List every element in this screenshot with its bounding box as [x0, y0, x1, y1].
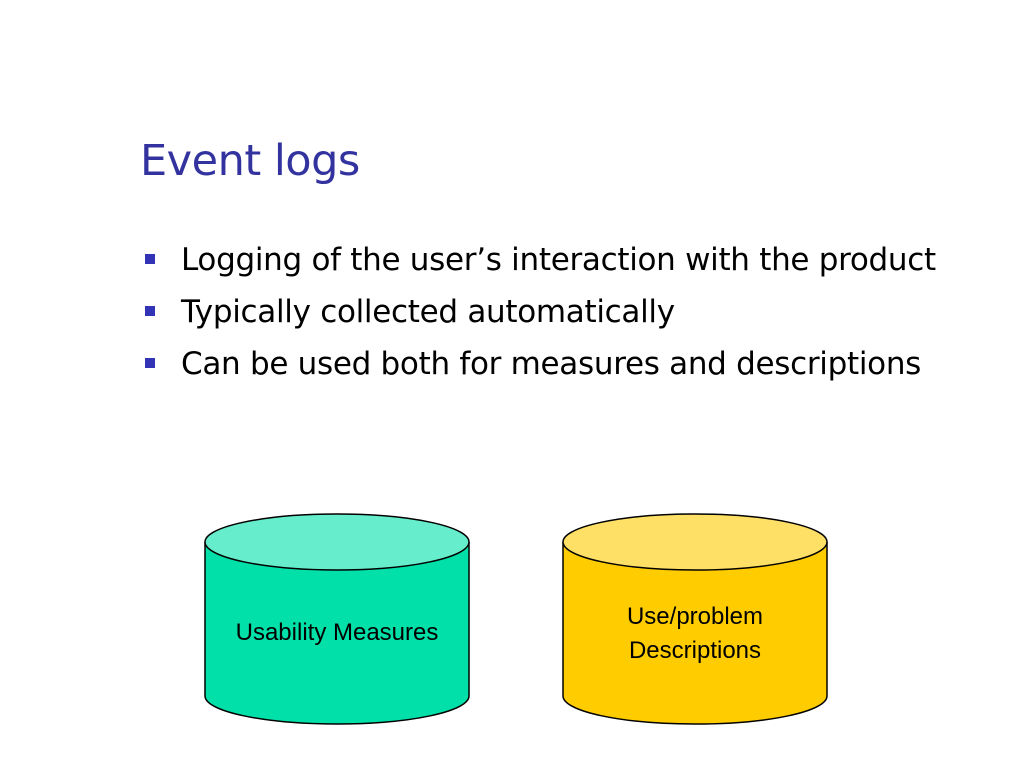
use-problem-descriptions-cylinder: Use/problem Descriptions: [561, 512, 829, 726]
bullet-item: Can be used both for measures and descri…: [145, 342, 945, 386]
square-bullet-icon: [145, 306, 155, 316]
cylinder-label: Usability Measures: [235, 619, 439, 646]
cylinder-shape: [204, 513, 470, 725]
bullet-text: Logging of the user’s interaction with t…: [181, 242, 936, 278]
cylinder-label-line-2: Descriptions: [628, 637, 762, 664]
square-bullet-icon: [145, 358, 155, 368]
slide-title: Event logs: [140, 136, 360, 186]
bullet-item: Typically collected automatically: [145, 290, 945, 334]
bullet-text: Typically collected automatically: [181, 294, 675, 330]
usability-measures-cylinder: Usability Measures: [203, 512, 471, 726]
square-bullet-icon: [145, 254, 155, 264]
bullet-item: Logging of the user’s interaction with t…: [145, 238, 945, 282]
cylinder-label-line-1: Use/problem: [626, 603, 764, 630]
bullet-list: Logging of the user’s interaction with t…: [145, 238, 945, 394]
bullet-text: Can be used both for measures and descri…: [181, 346, 922, 382]
cylinder-shape: [562, 513, 828, 725]
